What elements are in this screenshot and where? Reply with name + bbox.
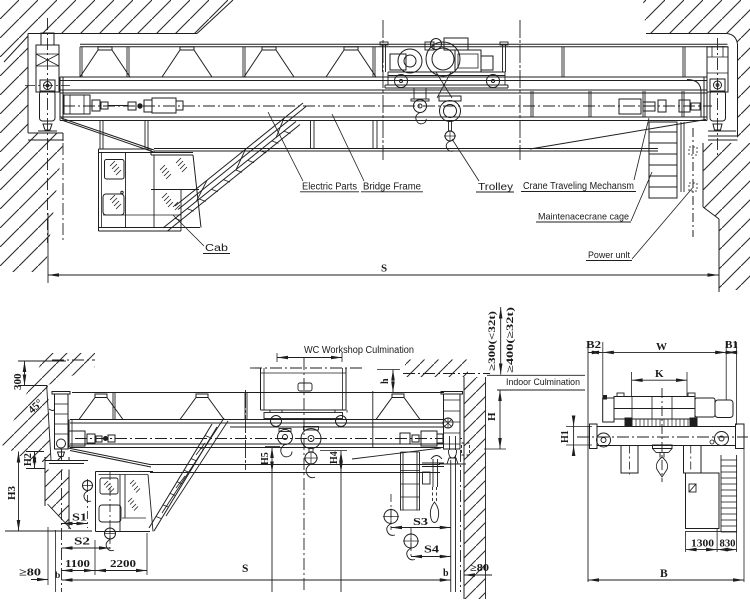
svg-text:H4: H4 [329,451,340,464]
svg-text:H3: H3 [6,485,18,500]
svg-text:H: H [486,412,498,421]
svg-text:Electric Parts: Electric Parts [302,182,357,193]
svg-text:Maintenacecrane cage: Maintenacecrane cage [538,212,629,223]
svg-text:WC Workshop Culmination: WC Workshop Culmination [304,345,414,356]
svg-text:Bridge Frame: Bridge Frame [363,182,421,193]
svg-text:S3: S3 [413,517,428,528]
svg-text:≥300(<32t): ≥300(<32t) [487,311,498,371]
svg-text:b: b [55,571,60,581]
svg-text:H2: H2 [23,453,34,466]
svg-text:S1: S1 [72,513,87,524]
svg-text:S: S [242,563,248,575]
svg-text:Power unlt: Power unlt [588,250,630,261]
svg-text:1300: 1300 [691,539,714,550]
svg-text:B: B [660,568,668,580]
svg-text:Cab: Cab [205,243,229,254]
svg-text:Trolley: Trolley [478,182,513,193]
svg-text:S2: S2 [74,537,90,548]
svg-text:h: h [380,378,391,384]
svg-text:2200: 2200 [110,558,137,570]
svg-text:H1: H1 [560,430,571,443]
svg-text:1100: 1100 [65,558,91,570]
svg-text:B1: B1 [725,339,738,351]
svg-text:S4: S4 [424,545,440,556]
svg-text:H5: H5 [260,452,271,465]
svg-text:W: W [656,341,667,353]
svg-text:b: b [443,568,449,579]
svg-text:K: K [655,368,664,380]
svg-text:≥80: ≥80 [19,568,41,579]
svg-text:≥400(≥32t): ≥400(≥32t) [505,307,516,373]
svg-text:Indoor Culmination: Indoor Culmination [506,377,580,388]
svg-text:830: 830 [720,539,736,550]
svg-text:Crane Traveling Mechansm: Crane Traveling Mechansm [523,181,634,192]
svg-text:B2: B2 [586,339,602,351]
svg-text:S: S [381,263,387,275]
svg-text:300: 300 [12,373,24,390]
svg-text:≥80: ≥80 [470,563,489,574]
